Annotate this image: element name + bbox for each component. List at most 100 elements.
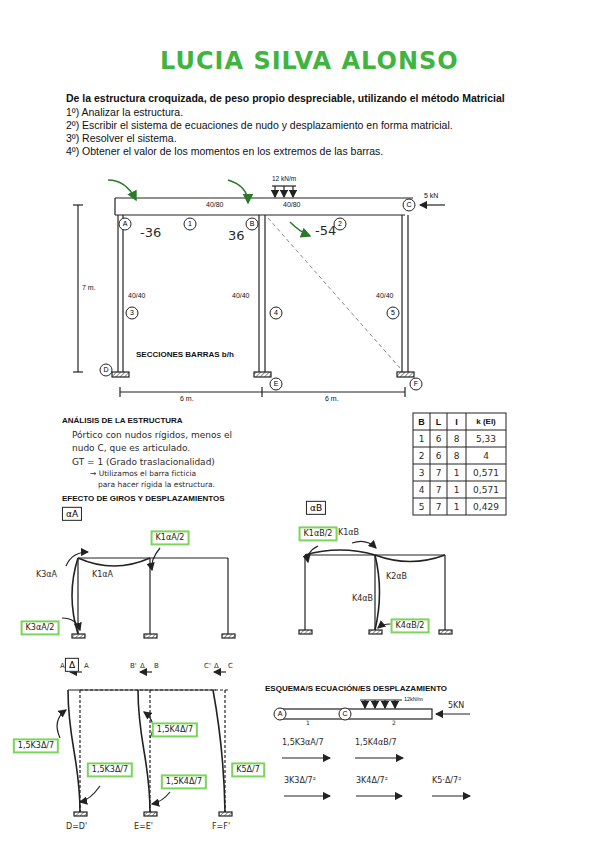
node-circle: 2 [334,218,347,231]
label: 12 kN/m [272,175,296,182]
label: 3K3Δ/7² [284,776,316,785]
node-text: E [274,380,279,388]
table-cell: 1 [454,501,460,511]
label: -36 [140,226,161,241]
node-text: C [342,710,347,718]
label: K1αB [338,528,359,537]
node-text: D [103,366,108,374]
node-circle: A [119,218,132,231]
label: 40/40 [232,292,250,300]
node-text: A [278,710,283,718]
table-cell: I [455,416,458,426]
node-circle: 4 [270,307,283,320]
label: 6 m. [180,395,194,403]
node-circle: A [274,708,287,721]
node-circle: E [270,378,283,391]
label: 6 m. [325,395,339,403]
node-text: 2 [338,220,342,228]
label: K1αA [92,570,113,579]
label: ESQUEMA/S ECUACIÓN/ES DESPLAZAMIENTO [265,684,447,693]
table-cell: 0,429 [473,501,499,511]
table-cell: 1 [419,433,425,443]
table-cell: 3 [419,467,425,477]
table-cell: 2 [419,450,425,460]
page-title: LUCIA SILVA ALONSO [160,48,459,76]
table-cell: B [418,416,425,426]
node-text: K3αA/2 [26,623,55,632]
label: 4º) Obtener el valor de los momentos en … [66,145,383,157]
label: D=D' [66,822,87,831]
highlight-box: 1,5K3Δ/7 [87,762,133,777]
table-cell: 7 [436,467,442,477]
highlight-box: 1,5K4Δ/7 [161,774,207,789]
label: C [228,662,233,670]
label: SECCIONES BARRAS b/h [136,350,234,359]
label: 40/40 [128,292,146,300]
label: B' [130,662,137,670]
label: 1,5K3αA/7 [282,738,324,747]
highlight-box: K3αA/2 [21,620,60,635]
node-text: αA [66,509,78,519]
label: 3K4Δ/7² [356,776,388,785]
table-cell: 8 [454,433,460,443]
table-cell: L [436,416,442,426]
node-text: K4αB/2 [396,621,425,630]
node-text: αB [310,503,322,513]
node-text: 3 [130,309,134,317]
label: 2º) Escribir el sistema de ecuaciones de… [66,119,453,131]
label: C' [204,662,211,670]
label: 5KN [448,701,464,710]
label: E=E' [134,822,153,831]
node-text: Δ [69,660,75,670]
label: 3º) Resolver el sistema. [66,132,177,144]
table-cell: 6 [436,433,442,443]
node-text: C [406,201,411,209]
node-text: 4 [274,309,278,317]
node-text: 1,5K4Δ/7 [157,725,193,734]
label: B [154,662,159,670]
table-cell: 5 [419,501,425,511]
label: 40/80 [206,201,224,209]
table-cell: 4 [419,484,425,494]
table-cell: 0,571 [473,467,499,477]
label: ANÁLISIS DE LA ESTRUCTURA [62,416,183,425]
node-circle: C [403,199,416,212]
label-box: Δ [65,658,79,672]
label-box: αA [62,507,82,521]
table-cell: 7 [436,484,442,494]
node-text: K1αA/2 [156,533,185,542]
label: 40/40 [376,292,394,300]
label: K2αB [386,572,407,581]
table-cell: 4 [483,450,489,460]
node-circle: 5 [387,307,400,320]
label: 7 m. [82,284,96,292]
node-circle: 3 [126,307,139,320]
label: K5·Δ/7² [432,776,461,785]
node-circle: B [246,218,259,231]
highlight-box: K5Δ/7 [231,762,265,777]
highlight-box: K1αA/2 [151,530,190,545]
node-circle: F [410,378,423,391]
highlight-box: 1,5K4Δ/7 [152,722,198,737]
node-text: K1αB/2 [304,529,333,538]
highlight-box: K1αB/2 [299,526,338,541]
label: 1 [306,720,310,727]
label: 1º) Analizar la estructura. [66,106,183,118]
label: F=F' [212,822,230,831]
table-cell: 1 [454,484,460,494]
node-text: A [123,220,128,228]
label-box: αB [306,501,326,515]
node-text: 1,5K3Δ/7 [18,741,54,750]
label: 1,5K4αB/7 [355,738,397,747]
label: De la estructura croquizada, de peso pro… [66,92,505,104]
label: 36 [228,229,245,244]
table-cell: 5,33 [476,433,496,443]
highlight-box: K4αB/2 [391,618,430,633]
label: K3αA [36,570,57,579]
node-text: K5Δ/7 [236,765,260,774]
label: 2 [392,720,396,727]
table-cell: 1 [454,467,460,477]
node-text: 5 [391,309,395,317]
node-circle: C [339,708,352,721]
